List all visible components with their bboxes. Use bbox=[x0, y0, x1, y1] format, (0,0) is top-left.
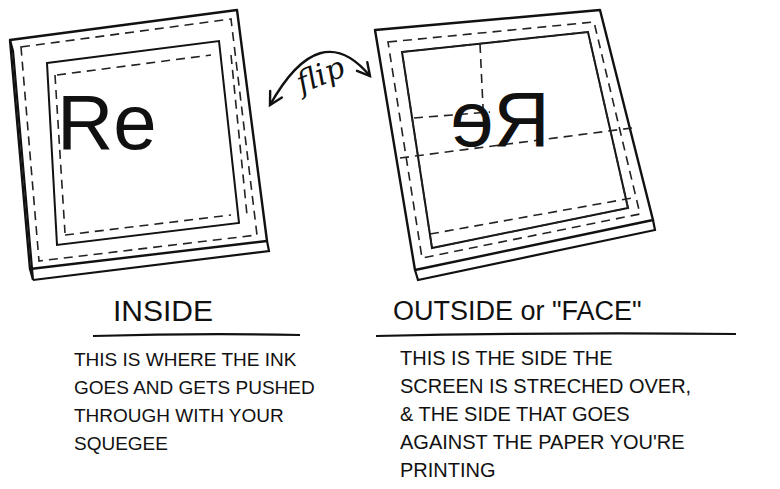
description: THIS IS WHERE THE INK GOES AND GETS PUSH… bbox=[74, 346, 324, 458]
tape-line bbox=[231, 55, 247, 215]
stencil-letters: Re bbox=[57, 83, 157, 161]
tape-line bbox=[402, 32, 628, 248]
screen-frame: Re bbox=[370, 8, 655, 280]
tape-line bbox=[65, 215, 231, 235]
flip-arrow bbox=[270, 52, 370, 105]
heading: OUTSIDE or "FACE" bbox=[393, 294, 773, 328]
mirrored-letters: Re bbox=[450, 80, 550, 158]
arrow-head bbox=[357, 62, 370, 76]
screen-opening bbox=[402, 32, 628, 248]
frame-border bbox=[10, 10, 267, 269]
screen-frame: Re bbox=[5, 5, 270, 275]
tape-line bbox=[388, 22, 640, 258]
tape-line bbox=[21, 19, 257, 261]
arrow-label: flip bbox=[292, 52, 348, 98]
tape-line bbox=[57, 55, 211, 75]
screen-opening bbox=[47, 41, 239, 245]
description: THIS IS THE SIDE THE SCREEN IS STRECHED … bbox=[400, 344, 700, 484]
frame-border bbox=[375, 10, 653, 270]
tape-line bbox=[430, 198, 632, 234]
heading-underline bbox=[376, 333, 736, 336]
frame-depth bbox=[33, 241, 269, 280]
heading: INSIDE bbox=[113, 294, 313, 328]
heading-underline bbox=[93, 334, 300, 336]
arrow-head bbox=[270, 91, 282, 105]
frame-depth bbox=[10, 40, 33, 280]
